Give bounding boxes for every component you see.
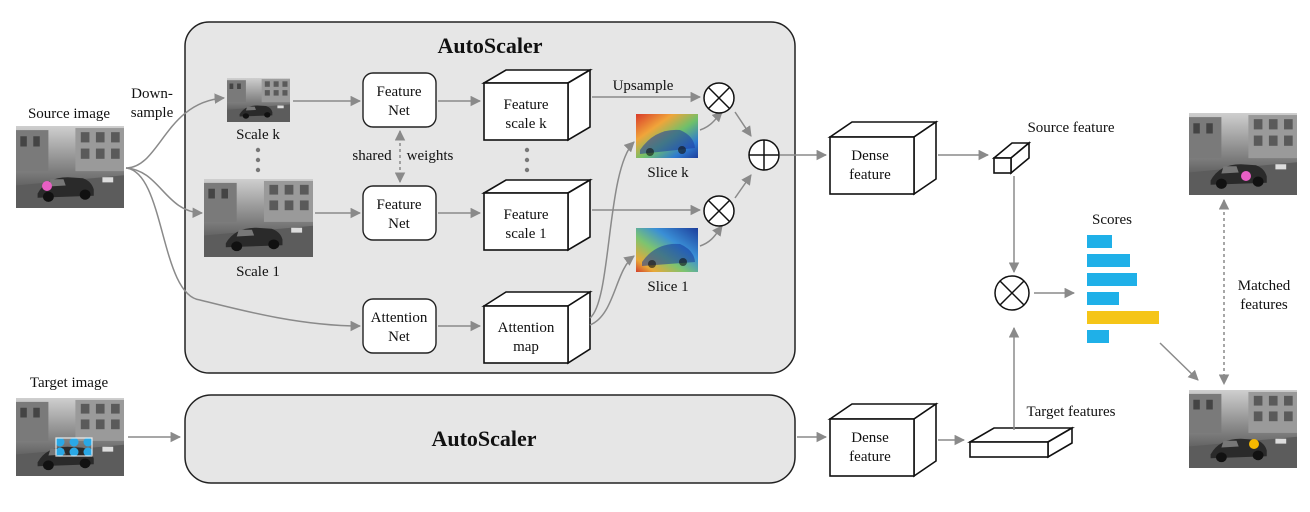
scale-k-image xyxy=(227,78,290,122)
source-image-label: Source image xyxy=(28,106,110,122)
slice-1-label: Slice 1 xyxy=(647,279,688,295)
scale-1-image xyxy=(204,179,313,257)
target-image-label: Target image xyxy=(30,375,109,391)
dense-feature-top-line2: feature xyxy=(849,167,891,183)
multiply-op-1 xyxy=(703,195,735,227)
scale-k-label: Scale k xyxy=(236,127,280,143)
feature-net-k xyxy=(362,72,437,128)
target-keypoint-grid xyxy=(55,437,93,457)
feature-net-k-line1: Feature xyxy=(377,84,422,100)
feature-scale-k-line2: scale k xyxy=(505,116,547,132)
attention-map-line2: map xyxy=(513,339,539,355)
feature-scale-k-cube xyxy=(481,68,593,142)
source-image xyxy=(16,126,124,208)
scale-1-label: Scale 1 xyxy=(236,264,280,280)
ellipsis-dot xyxy=(255,147,261,153)
dense-feature-top-line1: Dense xyxy=(851,148,889,164)
feature-scale-1-cube xyxy=(481,178,593,252)
feature-scale-k-line1: Feature xyxy=(504,97,549,113)
dense-feature-bottom-cube xyxy=(827,402,939,478)
downsample-label-2: sample xyxy=(131,105,174,121)
matched-source-image xyxy=(1189,113,1297,195)
arrow-map-to-slice-k xyxy=(589,141,635,319)
correlation-op xyxy=(994,275,1030,311)
matched-target-image xyxy=(1189,390,1297,468)
autoscaler-title: AutoScaler xyxy=(437,33,542,58)
source-keypoint xyxy=(42,181,52,191)
score-bar xyxy=(1087,330,1109,343)
upsample-label: Upsample xyxy=(613,78,674,94)
feature-net-k-line2: Net xyxy=(388,103,410,119)
target-image xyxy=(16,398,124,476)
dense-feature-bottom-line1: Dense xyxy=(851,430,889,446)
attention-map-line1: Attention xyxy=(498,320,555,336)
dense-feature-top-cube xyxy=(827,120,939,196)
autoscaler-bottom-panel xyxy=(184,394,796,484)
target-features-label: Target features xyxy=(1026,404,1115,420)
feature-net-1-line1: Feature xyxy=(377,197,422,213)
matched-target-keypoint xyxy=(1249,439,1259,449)
attention-net-line2: Net xyxy=(388,329,410,345)
attention-net-line1: Attention xyxy=(371,310,428,326)
score-bars xyxy=(1087,235,1159,343)
dense-feature-bottom-line2: feature xyxy=(849,449,891,465)
slice-k-heatmap xyxy=(636,114,698,158)
arrow-to-scale-k xyxy=(125,93,226,169)
source-feature-vector xyxy=(991,141,1032,175)
arrow-mult-1-to-sum xyxy=(734,174,752,199)
score-bar xyxy=(1087,311,1159,324)
arrow-slice-1-to-mult xyxy=(699,225,723,247)
score-bar xyxy=(1087,254,1130,267)
ellipsis-dot xyxy=(255,167,261,173)
ellipsis-dot xyxy=(255,157,261,163)
score-bar xyxy=(1087,292,1119,305)
arrow-to-scale-1 xyxy=(125,167,204,218)
autoscaler-bottom-title: AutoScaler xyxy=(431,426,536,451)
arrow-scores-to-match xyxy=(1159,342,1199,381)
slice-k-label: Slice k xyxy=(647,165,689,181)
matched-features-label-1: Matched xyxy=(1238,278,1291,294)
sum-op xyxy=(748,139,780,171)
score-bar xyxy=(1087,273,1137,286)
ellipsis-dot xyxy=(524,167,530,173)
multiply-op-k xyxy=(703,82,735,114)
ellipsis-dot xyxy=(524,157,530,163)
attention-net xyxy=(362,298,437,354)
matched-features-label-2: features xyxy=(1240,297,1288,313)
arrow-map-to-slice-1 xyxy=(589,255,635,326)
slice-1-heatmap xyxy=(636,228,698,272)
source-feature-label: Source feature xyxy=(1027,120,1114,136)
feature-scale-1-line1: Feature xyxy=(504,207,549,223)
scores-label: Scores xyxy=(1092,212,1132,228)
target-features-slab xyxy=(967,426,1075,459)
downsample-label-1: Down- xyxy=(131,86,173,102)
attention-map-cube xyxy=(481,290,593,365)
matched-source-keypoint xyxy=(1241,171,1251,181)
score-bar xyxy=(1087,235,1112,248)
ellipsis-dot xyxy=(524,147,530,153)
feature-net-1-line2: Net xyxy=(388,216,410,232)
arrow-to-attention-net xyxy=(125,167,362,332)
feature-scale-1-line2: scale 1 xyxy=(505,226,546,242)
arrow-mult-k-to-sum xyxy=(734,111,752,137)
weights-label: weights xyxy=(407,148,454,164)
feature-net-1 xyxy=(362,185,437,241)
shared-label: shared xyxy=(352,148,392,164)
